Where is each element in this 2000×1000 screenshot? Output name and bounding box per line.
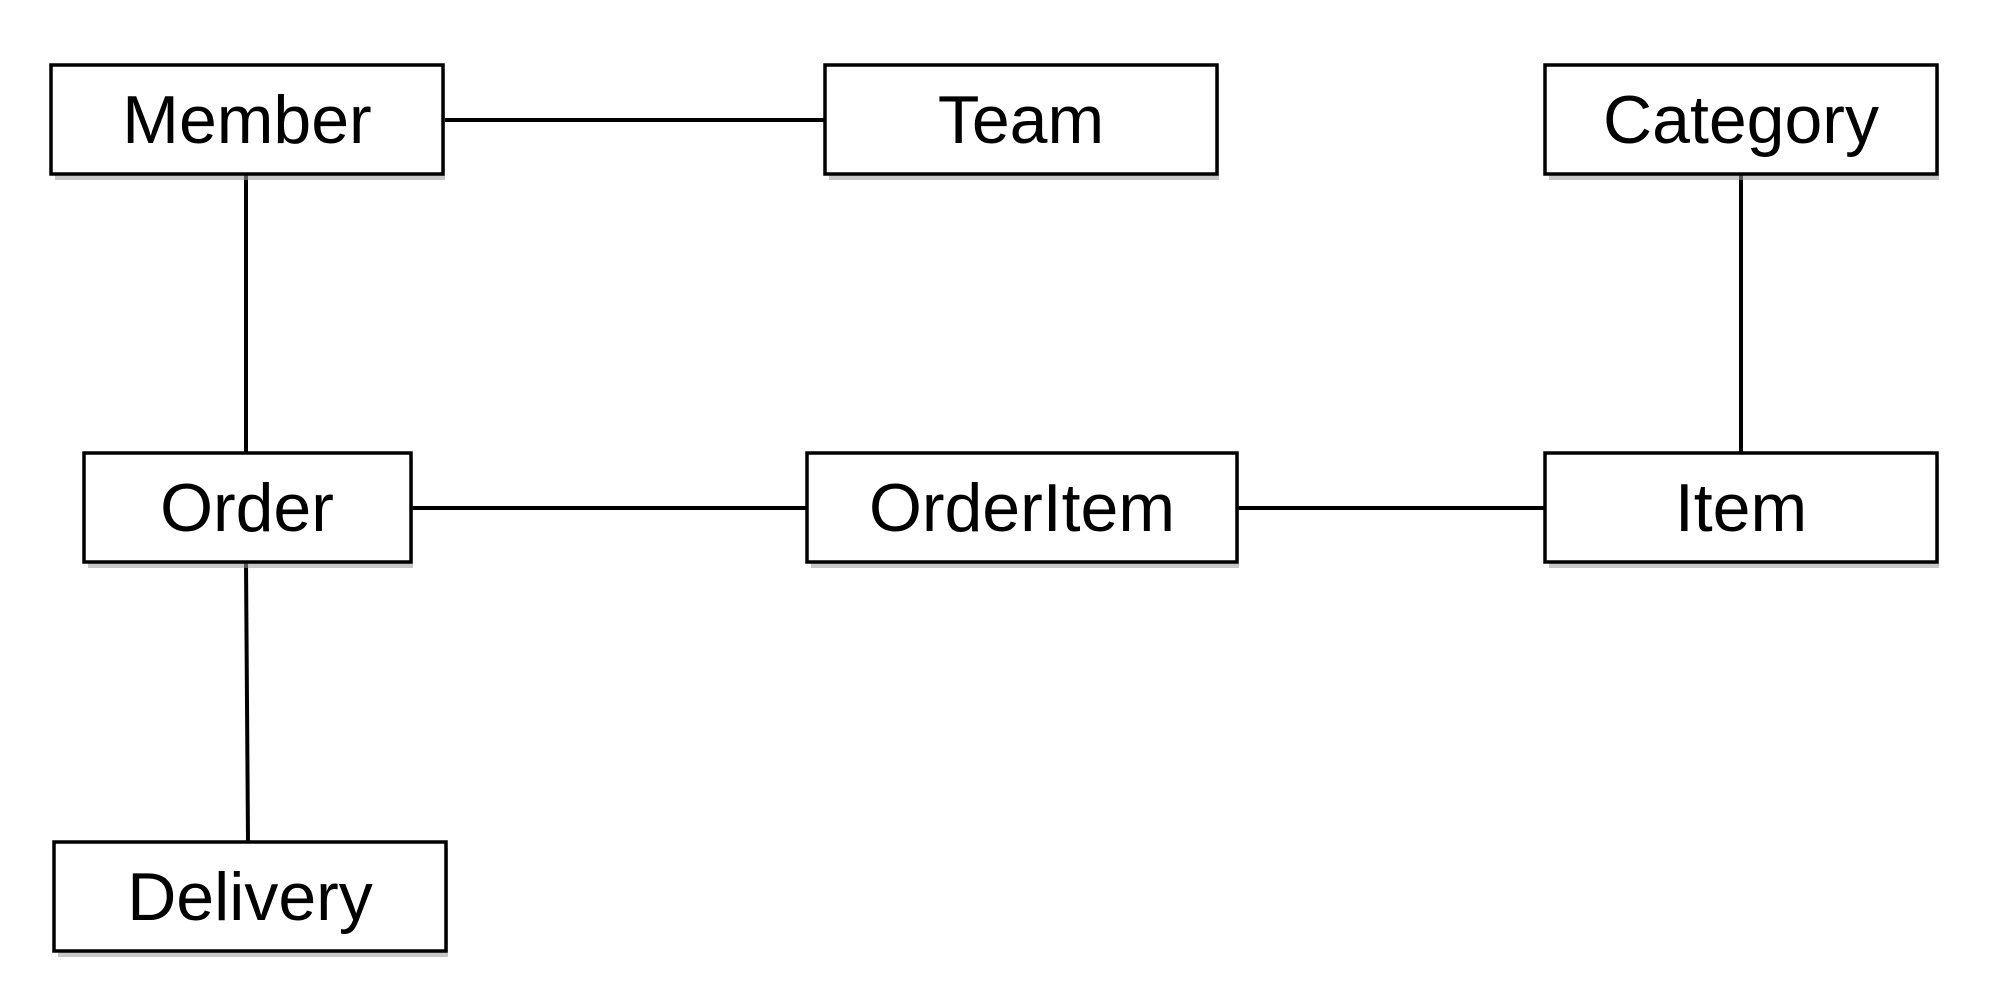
entity-orderitem[interactable]: OrderItem	[805, 451, 1239, 568]
entity-order-label: Order	[160, 470, 334, 546]
entity-category[interactable]: Category	[1543, 63, 1939, 180]
entity-order[interactable]: Order	[82, 451, 413, 568]
entity-item-label: Item	[1675, 470, 1807, 546]
entity-member[interactable]: Member	[49, 63, 445, 180]
entity-delivery[interactable]: Delivery	[52, 840, 448, 957]
entity-delivery-label: Delivery	[127, 859, 373, 935]
entity-orderitem-label: OrderItem	[869, 470, 1175, 546]
entity-member-label: Member	[122, 82, 371, 158]
entity-item[interactable]: Item	[1543, 451, 1939, 568]
entity-team[interactable]: Team	[823, 63, 1219, 180]
entity-category-label: Category	[1603, 82, 1879, 158]
relation-order-delivery	[244, 562, 250, 843]
entity-team-label: Team	[938, 82, 1104, 158]
